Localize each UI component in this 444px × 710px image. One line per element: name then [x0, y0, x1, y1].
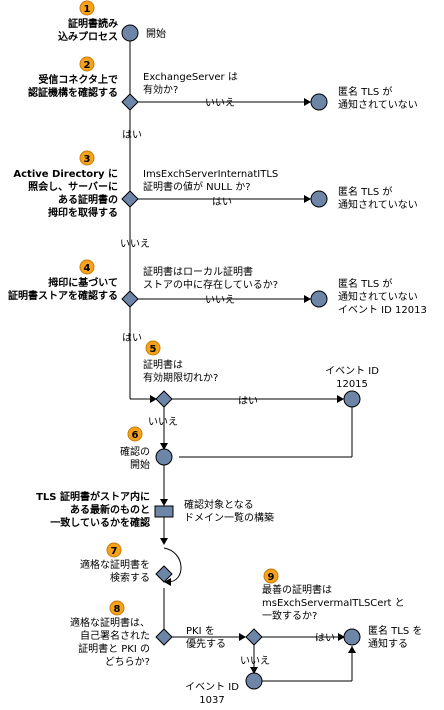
end-node-advertise-tls — [343, 628, 361, 646]
step5-question: 有効期限切れか? — [143, 371, 218, 384]
decision-expired — [155, 390, 173, 408]
step8-label: 自己署名された — [80, 629, 150, 642]
step6-label: 確認の — [120, 445, 150, 458]
step8-label: どちらか? — [105, 656, 150, 668]
step9-question: 最善の証明書は — [262, 583, 332, 596]
decision-cert-in-store — [121, 290, 139, 308]
step2-label: 認証機構を確認する — [28, 86, 118, 99]
step4-label: 拇印に基づいて — [48, 276, 118, 289]
step2-result: 通知されていない — [338, 98, 418, 111]
step8-label: 適格な証明書は、 — [70, 616, 150, 629]
end-node-anon-tls-1 — [310, 93, 328, 111]
badge-1: 1 — [79, 0, 95, 16]
check-start-node — [155, 448, 173, 466]
step7-label: 検索する — [110, 571, 150, 584]
step8-label: 証明書と PKI の — [78, 642, 150, 655]
step4-yes-label: はい — [122, 332, 142, 344]
connectors — [129, 41, 353, 682]
event-1037-label: イベント ID — [185, 681, 239, 693]
step3-result: 匿名 TLS が — [338, 185, 392, 198]
step3-label: Active Directory に — [13, 168, 118, 180]
step2-question: ExchangeServer は — [143, 71, 238, 83]
svg-text:5: 5 — [150, 344, 157, 355]
event-12015-label: 12015 — [336, 379, 368, 390]
arrowheads — [150, 98, 356, 674]
step2-question: 有効か? — [143, 83, 178, 96]
event-node-12015 — [343, 390, 361, 408]
step3-question: ImsExchServerInternatITLS — [143, 169, 278, 180]
start-label: 開始 — [146, 27, 166, 40]
svg-text:6: 6 — [132, 430, 139, 441]
step3-result: 通知されていない — [338, 198, 418, 211]
step3-label: 拇印を取得する — [48, 206, 118, 219]
badge-9: 9 — [263, 568, 279, 584]
badge-3: 3 — [79, 150, 95, 166]
decision-self-signed-or-pki — [155, 628, 173, 646]
domain-list-label: 確認対象となる — [184, 498, 254, 511]
svg-text:3: 3 — [84, 154, 91, 165]
step5-no-label: いいえ — [148, 416, 178, 428]
domain-list-box — [154, 505, 174, 518]
step3-yes-label: はい — [212, 196, 232, 208]
step1-label: 込みプロセス — [58, 30, 118, 43]
start-node — [121, 24, 139, 42]
step2-no-label: いいえ — [205, 97, 235, 109]
badge-6: 6 — [127, 426, 143, 442]
end-node-anon-tls-3 — [310, 290, 328, 308]
tls-check-label: 一致しているかを確認 — [50, 516, 150, 529]
svg-text:1: 1 — [84, 4, 91, 15]
svg-text:8: 8 — [114, 604, 121, 615]
event-12015-label: イベント ID — [325, 365, 379, 377]
badge-7: 7 — [106, 542, 122, 558]
step5-yes-label: はい — [238, 395, 258, 407]
pki-prefer-label: 優先する — [186, 637, 226, 650]
step3-label: ある証明書の — [58, 193, 118, 206]
step4-result: 匿名 TLS が — [338, 277, 392, 290]
step4-no-label: いいえ — [205, 294, 235, 306]
pki-prefer-label: PKI を — [186, 625, 215, 637]
step4-result: 通知されていない — [338, 290, 418, 303]
step1-label: 証明書読み — [68, 17, 118, 30]
badge-4: 4 — [79, 259, 95, 275]
step2-result: 匿名 TLS が — [338, 85, 392, 98]
badge-2: 2 — [79, 56, 95, 72]
step3-no-label: いいえ — [120, 238, 150, 250]
step4-result: イベント ID 12013 — [338, 304, 427, 316]
step2-yes-label: はい — [122, 129, 142, 141]
domain-list-label: ドメイン一覧の構築 — [184, 511, 274, 524]
event-node-1037 — [245, 672, 263, 690]
end-node-anon-tls-2 — [310, 190, 328, 208]
step9-yes-label: はい — [315, 632, 335, 644]
step4-label: 証明書ストアを確認する — [8, 289, 118, 302]
advertise-tls-label: 通知する — [368, 637, 408, 650]
badge-5: 5 — [145, 340, 161, 356]
badge-8: 8 — [109, 600, 125, 616]
svg-text:4: 4 — [84, 263, 91, 274]
tls-check-label: ある最新のものと — [70, 503, 150, 516]
step4-question: 証明書はローカル証明書 — [143, 265, 253, 278]
svg-text:9: 9 — [268, 572, 275, 583]
decision-cert-null — [121, 190, 139, 208]
step9-question: msExchServermaITLSCert と — [262, 597, 405, 609]
step9-question: 一致するか? — [262, 609, 317, 622]
step9-no-label: いいえ — [240, 655, 270, 667]
step2-label: 受信コネクタ上で — [38, 73, 118, 86]
step3-question: 証明書の値が NULL か? — [143, 180, 251, 193]
decision-search-cert — [155, 565, 173, 583]
step7-label: 適格な証明書を — [80, 558, 150, 571]
decision-best-cert-match — [245, 628, 263, 646]
step6-label: 開始 — [130, 458, 150, 471]
advertise-tls-label: 匿名 TLS を — [368, 624, 422, 637]
svg-text:2: 2 — [84, 60, 91, 71]
decision-exchange-server — [121, 93, 139, 111]
event-1037-label: 1037 — [199, 695, 224, 706]
step5-question: 証明書は — [143, 358, 183, 371]
step3-label: 照会し、サーバーに — [28, 180, 118, 193]
tls-check-label: TLS 証明書がストア内に — [36, 490, 150, 503]
step4-question: ストアの中に存在しているか? — [143, 278, 278, 291]
svg-text:7: 7 — [111, 546, 118, 557]
